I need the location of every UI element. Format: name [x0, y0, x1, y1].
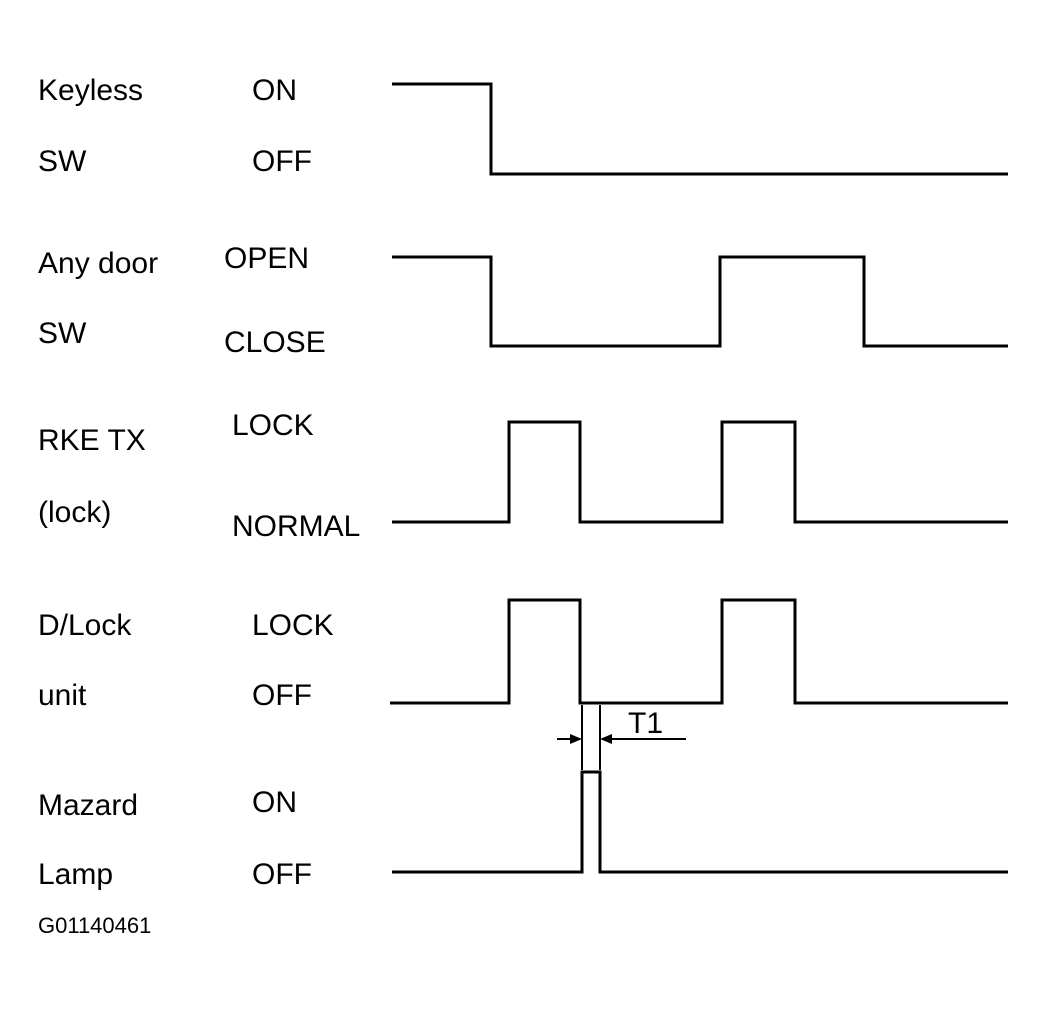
- signal-name-line2: SW: [38, 145, 87, 178]
- state-low-label: OFF: [252, 858, 312, 891]
- signal-keyless-sw: Keyless SW ON OFF: [38, 74, 1008, 178]
- signal-name-line2: Lamp: [38, 858, 113, 891]
- state-high-label: LOCK: [232, 409, 314, 442]
- state-high-label: ON: [252, 786, 297, 819]
- t1-dimension: T1: [557, 705, 686, 770]
- signal-mazard-lamp: Mazard Lamp ON OFF: [38, 770, 1008, 891]
- signal-any-door-sw: Any door SW OPEN CLOSE: [38, 242, 1008, 359]
- signal-name-line2: unit: [38, 679, 87, 712]
- signal-name-line1: Mazard: [38, 789, 138, 822]
- state-high-label: OPEN: [224, 242, 309, 275]
- figure-code: G01140461: [38, 913, 151, 938]
- state-high-label: LOCK: [252, 609, 334, 642]
- signal-rke-tx-lock: RKE TX (lock) LOCK NORMAL: [38, 409, 1008, 543]
- waveform-keyless-sw: [392, 82, 1008, 176]
- waveform-rke-tx-lock: [392, 420, 1008, 524]
- state-low-label: OFF: [252, 145, 312, 178]
- state-low-label: OFF: [252, 679, 312, 712]
- waveform-any-door-sw: [392, 255, 1008, 348]
- signal-name-line1: Keyless: [38, 74, 143, 107]
- state-low-label: NORMAL: [232, 510, 360, 543]
- signal-name-line1: Any door: [38, 247, 158, 280]
- state-low-label: CLOSE: [224, 326, 326, 359]
- signal-name-line2: (lock): [38, 496, 111, 529]
- arrow-left-icon: [600, 734, 612, 744]
- state-high-label: ON: [252, 74, 297, 107]
- waveform-d-lock-unit: [390, 598, 1008, 705]
- signal-d-lock-unit: D/Lock unit LOCK OFF: [38, 598, 1008, 712]
- t1-label: T1: [628, 707, 663, 740]
- signal-name-line1: RKE TX: [38, 424, 146, 457]
- arrow-right-icon: [570, 734, 582, 744]
- signal-name-line2: SW: [38, 317, 87, 350]
- signal-name-line1: D/Lock: [38, 609, 132, 642]
- waveform-mazard-lamp: [392, 770, 1008, 874]
